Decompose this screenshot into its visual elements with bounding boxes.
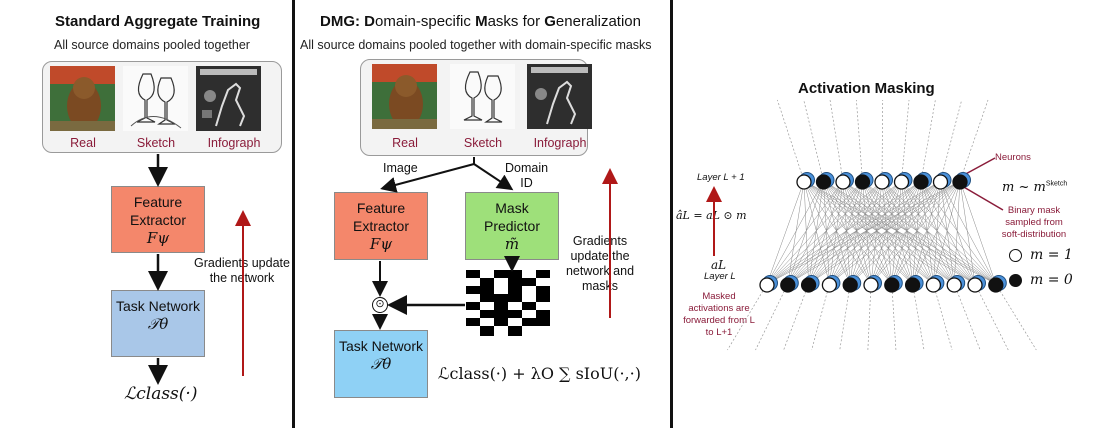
middle-title: DMG: Domain-specific Masks for Generaliz…	[320, 13, 641, 30]
domain-label-infograph: Infograph	[207, 136, 261, 150]
layer-bottom-label: Layer L	[704, 271, 736, 282]
right-title: Activation Masking	[798, 80, 935, 97]
left-subtitle: All source domains pooled together	[54, 38, 250, 52]
feature-extractor-symbol-2: Fψ	[369, 235, 393, 253]
image-label: Image	[383, 161, 418, 175]
neuron-bottom-6	[884, 275, 903, 293]
activation-label: aL	[711, 258, 727, 272]
neuron-top-8	[952, 172, 971, 190]
neuron-bottom-0	[759, 275, 778, 293]
neuron-top-2	[835, 172, 854, 190]
neuron-top-4	[874, 172, 893, 190]
neuron-bottom-11	[988, 275, 1007, 293]
middle-title-part-0: DMG:	[320, 13, 365, 30]
real-image-thumb	[50, 66, 115, 131]
middle-subtitle: All source domains pooled together with …	[300, 38, 652, 52]
feature-extractor-label: Feature Extractor	[129, 194, 186, 228]
middle-title-part-4: asks for	[487, 13, 545, 30]
neuron-top-6	[913, 172, 932, 190]
left-loss: ℒclass(·)	[124, 384, 198, 404]
middle-task-network: Task Network 𝒯θ	[334, 330, 428, 398]
domain-label-infograph-2: Infograph	[533, 136, 587, 150]
middle-title-part-6: eneralization	[555, 13, 641, 30]
domain-id-label: Domain ID	[505, 161, 549, 190]
mask-predictor-label: Mask Predictor	[483, 200, 541, 234]
mask-distribution: m ~ mSketch	[1002, 180, 1067, 195]
legend-one-circle	[1009, 249, 1022, 262]
mask-predictor: Mask Predictor m̃	[465, 192, 559, 260]
mask-distribution-text: m ~ m	[1002, 180, 1046, 195]
real-image-thumb-2	[372, 64, 437, 129]
divider-right	[670, 0, 673, 428]
domain-label-real: Real	[70, 136, 96, 150]
left-title: Standard Aggregate Training	[55, 13, 261, 30]
task-network-symbol: 𝒯θ	[147, 315, 169, 333]
neuron-bottom-8	[925, 275, 945, 293]
binary-pointer	[961, 185, 1004, 211]
masked-note: Masked activations are forwarded from L …	[683, 291, 755, 338]
arrow-image-to-fe	[380, 163, 475, 193]
divider-left	[292, 0, 295, 428]
middle-loss: ℒclass(·) + λO ∑ sIoU(·,·)	[438, 364, 641, 383]
mask-predictor-symbol: m̃	[504, 235, 520, 253]
task-network-symbol-2: 𝒯θ	[370, 355, 392, 373]
legend-zero-circle	[1009, 274, 1022, 287]
neuron-bottom-5	[863, 275, 882, 293]
middle-title-part-2: omain-specific	[375, 13, 476, 30]
legend-one: m = 1	[1030, 247, 1073, 263]
task-network-label-2: Task Network	[338, 338, 424, 354]
neural-network	[727, 99, 1037, 351]
neuron-bottom-4	[842, 275, 862, 293]
neuron-top-0	[796, 172, 815, 190]
binary-mask-note: Binary mask sampled from soft-distributi…	[1001, 205, 1067, 240]
arrow-domainid-to-mp	[473, 163, 514, 191]
domain-label-sketch-2: Sketch	[463, 136, 503, 150]
domain-label-real-2: Real	[392, 136, 418, 150]
infograph-image-thumb	[196, 66, 261, 131]
sketch-image-thumb	[123, 66, 188, 131]
mask-distribution-sup: Sketch	[1045, 180, 1068, 188]
neuron-bottom-2	[800, 275, 820, 293]
feature-extractor-symbol: Fψ	[146, 229, 170, 247]
neuron-top-3	[854, 172, 874, 190]
infograph-image-thumb-2	[527, 64, 592, 129]
middle-title-part-3: M	[475, 13, 488, 30]
neuron-bottom-7	[904, 275, 924, 293]
neuron-bottom-9	[946, 275, 966, 293]
neuron-top-1	[815, 172, 835, 190]
mask-pattern	[466, 270, 550, 336]
left-task-network: Task Network 𝒯θ	[111, 290, 205, 357]
neurons-pointer	[961, 157, 996, 177]
domain-label-sketch: Sketch	[136, 136, 176, 150]
legend-zero: m = 0	[1030, 272, 1073, 288]
middle-title-part-5: G	[544, 13, 556, 30]
neurons-label: Neurons	[995, 152, 1031, 163]
feature-extractor-label-2: Feature Extractor	[352, 200, 409, 234]
neuron-bottom-3	[821, 275, 841, 293]
sketch-image-thumb-2	[450, 64, 515, 129]
neuron-top-5	[893, 172, 913, 190]
task-network-label: Task Network	[115, 298, 201, 314]
layer-top-label: Layer L + 1	[697, 172, 745, 183]
middle-title-part-1: D	[364, 13, 376, 30]
masked-activation-eq: âL = aL ⊙ m	[676, 209, 747, 222]
neuron-bottom-1	[780, 275, 799, 293]
neuron-top-7	[932, 172, 952, 190]
left-feature-extractor: Feature Extractor Fψ	[111, 186, 205, 253]
neuron-bottom-10	[967, 275, 986, 293]
